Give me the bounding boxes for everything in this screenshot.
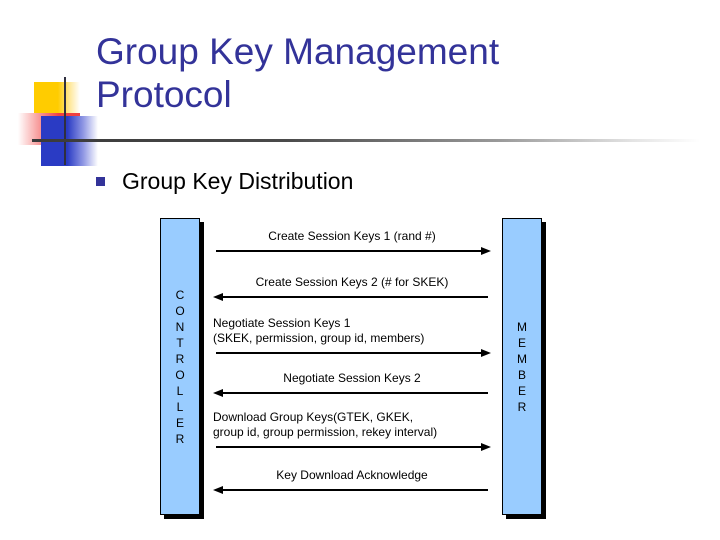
- message-4-label: Negotiate Session Keys 2: [283, 371, 421, 385]
- page-title: Group Key Management Protocol: [96, 31, 500, 115]
- message-3: Negotiate Session Keys 1 (SKEK, permissi…: [213, 316, 491, 358]
- lifeline-controller: C O N T R O L L E R: [160, 218, 200, 515]
- lifeline-letter: L: [176, 383, 184, 398]
- message-2-label: Create Session Keys 2 (# for SKEK): [255, 275, 449, 289]
- lifeline-letter: R: [175, 351, 185, 366]
- lifeline-letter: E: [517, 335, 526, 350]
- message-1-label: Create Session Keys 1 (rand #): [268, 229, 436, 243]
- lifeline-letter: O: [175, 367, 185, 382]
- message-1-arrow-right-icon: [213, 247, 491, 256]
- message-4-arrow-left-icon: [213, 389, 491, 398]
- bullet-item: Group Key Distribution: [96, 168, 353, 195]
- lifeline-letter: E: [517, 383, 526, 398]
- lifeline-member: M E M B E R: [502, 218, 542, 515]
- decor-vertical-line: [64, 77, 66, 165]
- lifeline-letter: R: [175, 431, 185, 446]
- title-divider-rule: [32, 139, 700, 142]
- lifeline-letter: T: [176, 335, 184, 350]
- message-5-arrow-right-icon: [213, 443, 491, 452]
- message-4: Negotiate Session Keys 2: [213, 371, 491, 398]
- message-5: Download Group Keys(GTEK, GKEK, group id…: [213, 410, 491, 452]
- message-6-arrow-left-icon: [213, 486, 491, 495]
- lifeline-letter: M: [517, 319, 527, 334]
- lifeline-letter: B: [517, 367, 526, 382]
- message-6: Key Download Acknowledge: [213, 468, 491, 495]
- lifeline-letter: E: [175, 415, 184, 430]
- square-bullet-icon: [96, 177, 105, 186]
- lifeline-letter: L: [176, 399, 184, 414]
- lifeline-letter: N: [175, 319, 185, 334]
- lifeline-letter: R: [517, 399, 527, 414]
- message-5-label: Download Group Keys(GTEK, GKEK, group id…: [213, 410, 438, 439]
- message-3-label: Negotiate Session Keys 1 (SKEK, permissi…: [213, 316, 425, 345]
- bullet-item-label: Group Key Distribution: [122, 168, 354, 194]
- message-2: Create Session Keys 2 (# for SKEK): [213, 275, 491, 302]
- message-6-label: Key Download Acknowledge: [276, 468, 428, 482]
- message-1: Create Session Keys 1 (rand #): [213, 229, 491, 256]
- message-2-arrow-left-icon: [213, 293, 491, 302]
- lifeline-letter: M: [517, 351, 527, 366]
- message-3-arrow-right-icon: [213, 349, 491, 358]
- lifeline-letter: O: [175, 303, 185, 318]
- lifeline-letter: C: [175, 287, 185, 302]
